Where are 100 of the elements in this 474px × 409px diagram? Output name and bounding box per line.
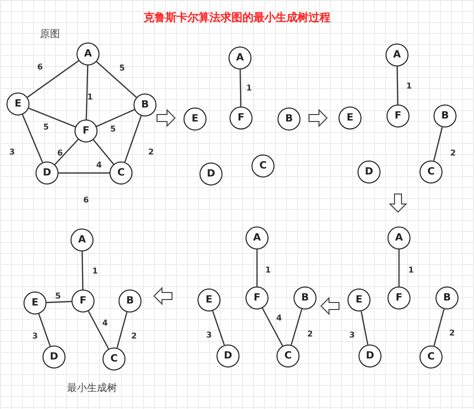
graph-edge [124, 116, 142, 162]
diagram-title: 克鲁斯卡尔算法求图的最小生成树过程 [144, 11, 330, 24]
vertex-label: A [395, 232, 403, 244]
graph-edge [396, 66, 398, 105]
vertex-label: B [443, 292, 451, 304]
vertex-label: D [50, 352, 58, 362]
vertex-circle [338, 106, 362, 130]
panel-caption: 原图 [40, 28, 60, 41]
weight-label: 1 [408, 266, 414, 274]
weight-label: 3 [206, 330, 212, 340]
vertex-circle [230, 106, 252, 130]
graph-edge [82, 251, 84, 290]
weight-label: 1 [87, 92, 93, 102]
vertex-label: A [253, 232, 261, 244]
weight-label: 1 [92, 266, 98, 276]
graph-edge [92, 139, 114, 165]
vertex-circle [216, 344, 240, 368]
graph-edge [28, 108, 76, 128]
vertex-circle [358, 344, 382, 368]
weight-label: 5 [43, 122, 49, 132]
weight-label: 1 [246, 84, 252, 92]
vertex-label: D [206, 168, 216, 180]
graph-edge [22, 114, 44, 163]
vertex-label: F [80, 296, 86, 306]
graph-edge [58, 172, 110, 174]
vertex-circle [198, 288, 220, 312]
vertex-circle [134, 94, 156, 116]
vertex-circle [246, 286, 268, 310]
weight-label: 6 [83, 196, 89, 204]
vertex-label: A [84, 48, 92, 60]
vertex-circle [420, 346, 442, 368]
vertex-circle [436, 286, 458, 310]
vertex-circle [102, 348, 126, 370]
vertex-label: C [117, 168, 125, 178]
vertex-label: C [110, 354, 118, 364]
graph-edge [54, 139, 79, 165]
graph-edge [256, 250, 258, 286]
vertex-label: E [206, 294, 212, 306]
vertex-label: E [32, 298, 38, 308]
vertex-circle [36, 162, 58, 184]
vertex-label: F [82, 126, 90, 136]
weight-label: 5 [55, 292, 61, 300]
graph-edge [212, 310, 225, 346]
graph-edge [27, 60, 79, 98]
vertex-circle [110, 162, 132, 184]
vertex-label: E [356, 294, 362, 306]
vertex-circle [386, 104, 410, 128]
vertex-circle [252, 154, 274, 178]
vertex-label: C [284, 350, 292, 362]
graph-edge [116, 312, 128, 348]
graph-edge [88, 310, 110, 350]
vertex-label: D [42, 168, 52, 178]
vertex-circle [74, 120, 98, 142]
vertex-circle [42, 346, 66, 368]
panel-caption: 最小生成树 [67, 382, 117, 395]
vertex-circle [228, 46, 252, 70]
weight-label: 5 [110, 124, 116, 134]
weight-label: 4 [276, 314, 282, 322]
vertex-label: F [396, 292, 402, 304]
vertex-label: B [301, 292, 309, 304]
vertex-label: E [192, 114, 198, 124]
weight-label: 6 [37, 62, 43, 72]
graph-edge [38, 314, 51, 346]
weight-label: 2 [148, 148, 154, 156]
weight-label: 1 [406, 82, 412, 90]
graph-edge [360, 311, 368, 345]
graph-edge [433, 308, 445, 346]
weight-label: 1 [265, 266, 271, 274]
vertex-circle [70, 228, 94, 252]
vertex-circle [388, 286, 410, 310]
weight-label: 2 [450, 148, 456, 158]
vertex-circle [294, 286, 316, 310]
weight-label: 3 [32, 332, 38, 340]
vertex-label: C [427, 166, 435, 178]
vertex-circle [76, 42, 100, 66]
step-arrow [156, 108, 176, 128]
vertex-circle [420, 160, 442, 184]
vertex-circle [276, 344, 300, 368]
vertex-label: B [441, 110, 449, 122]
weight-label: 3 [9, 148, 15, 156]
graph-edge [398, 250, 400, 286]
vertex-circle [118, 290, 142, 312]
graph-edge [96, 109, 135, 127]
vertex-circle [200, 162, 222, 186]
graph-edge [240, 69, 242, 107]
step-arrow [388, 194, 408, 213]
vertex-circle [72, 290, 94, 312]
vertex-label: A [78, 234, 86, 246]
step-arrow [308, 108, 328, 128]
vertex-label: B [126, 296, 134, 306]
graph-edge [96, 61, 137, 98]
weight-label: 3 [349, 330, 355, 340]
weight-label: 5 [119, 64, 125, 72]
vertex-label: C [259, 160, 267, 172]
vertex-label: B [141, 100, 149, 110]
vertex-label: E [346, 112, 354, 124]
graph-edge [262, 308, 284, 346]
vertex-circle [246, 226, 268, 250]
weight-label: 2 [131, 332, 137, 340]
weight-label: 2 [449, 328, 455, 338]
